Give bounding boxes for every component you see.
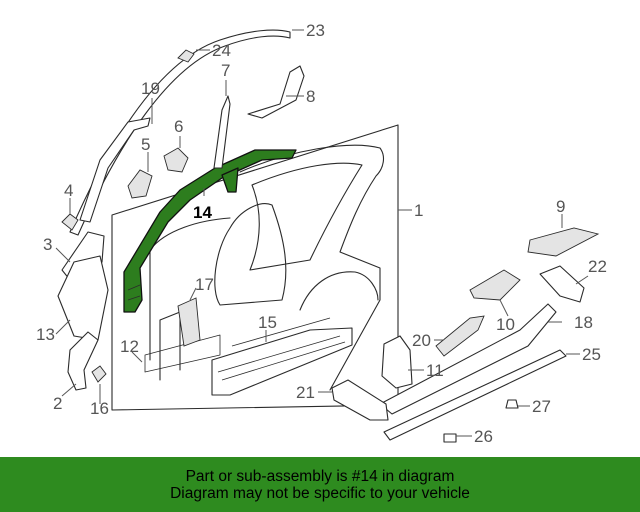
callout-25: 25 — [582, 345, 601, 364]
callout-10: 10 — [496, 315, 515, 334]
part-20 — [435, 315, 485, 357]
callout-17: 17 — [195, 275, 214, 294]
callout-11: 11 — [426, 361, 444, 380]
part-23 — [69, 29, 291, 236]
part-17 — [177, 297, 201, 347]
banner-line-2: Diagram may not be specific to your vehi… — [170, 484, 470, 502]
part-9 — [527, 227, 600, 257]
part-19 — [79, 117, 151, 223]
part-24 — [177, 49, 195, 63]
part-18 — [379, 303, 557, 415]
callout-27: 27 — [532, 397, 551, 416]
part-21 — [331, 379, 389, 421]
part-11 — [381, 335, 413, 389]
callout-23: 23 — [306, 21, 325, 40]
part-4 — [61, 213, 79, 231]
callout-24: 24 — [212, 41, 231, 60]
callout-3: 3 — [43, 235, 52, 254]
callout-5: 5 — [141, 135, 150, 154]
part-5 — [127, 169, 153, 199]
callout-21: 21 — [296, 383, 315, 402]
part-10 — [469, 269, 521, 301]
side-panel-assembly — [111, 124, 399, 411]
callout-4: 4 — [64, 181, 73, 200]
leader-lines — [55, 29, 589, 437]
callout-16: 16 — [90, 399, 109, 418]
callout-13: 13 — [36, 325, 55, 344]
part-14-highlight — [123, 149, 297, 313]
banner-line-1: Part or sub-assembly is #14 in diagram — [185, 467, 455, 485]
parts-diagram: 23 24 7 8 19 6 5 4 3 13 2 16 12 14 17 15… — [36, 21, 607, 446]
info-banner: Part or sub-assembly is #14 in diagram D… — [0, 457, 640, 512]
part-15 — [231, 317, 331, 347]
callout-14: 14 — [193, 203, 212, 222]
part-13 — [57, 255, 109, 341]
callout-6: 6 — [174, 117, 183, 136]
callout-8: 8 — [306, 87, 315, 106]
callout-19: 19 — [141, 79, 160, 98]
callout-12: 12 — [120, 337, 139, 356]
part-8 — [247, 65, 305, 119]
callout-labels: 23 24 7 8 19 6 5 4 3 13 2 16 12 14 17 15… — [36, 21, 607, 446]
part-27 — [505, 399, 519, 409]
callout-26: 26 — [474, 427, 493, 446]
callout-9: 9 — [556, 197, 565, 216]
callout-1: 1 — [414, 201, 423, 220]
part-7 — [213, 95, 231, 169]
part-25 — [383, 349, 567, 441]
callout-18: 18 — [574, 313, 593, 332]
callout-15: 15 — [258, 313, 277, 332]
part-22 — [539, 265, 585, 303]
callout-2: 2 — [53, 394, 62, 413]
part-6 — [163, 147, 189, 173]
part-26 — [443, 433, 457, 443]
callout-22: 22 — [588, 257, 607, 276]
part-16 — [91, 365, 107, 383]
callout-7: 7 — [221, 61, 230, 80]
callout-20: 20 — [412, 331, 431, 350]
part-2 — [67, 331, 99, 391]
